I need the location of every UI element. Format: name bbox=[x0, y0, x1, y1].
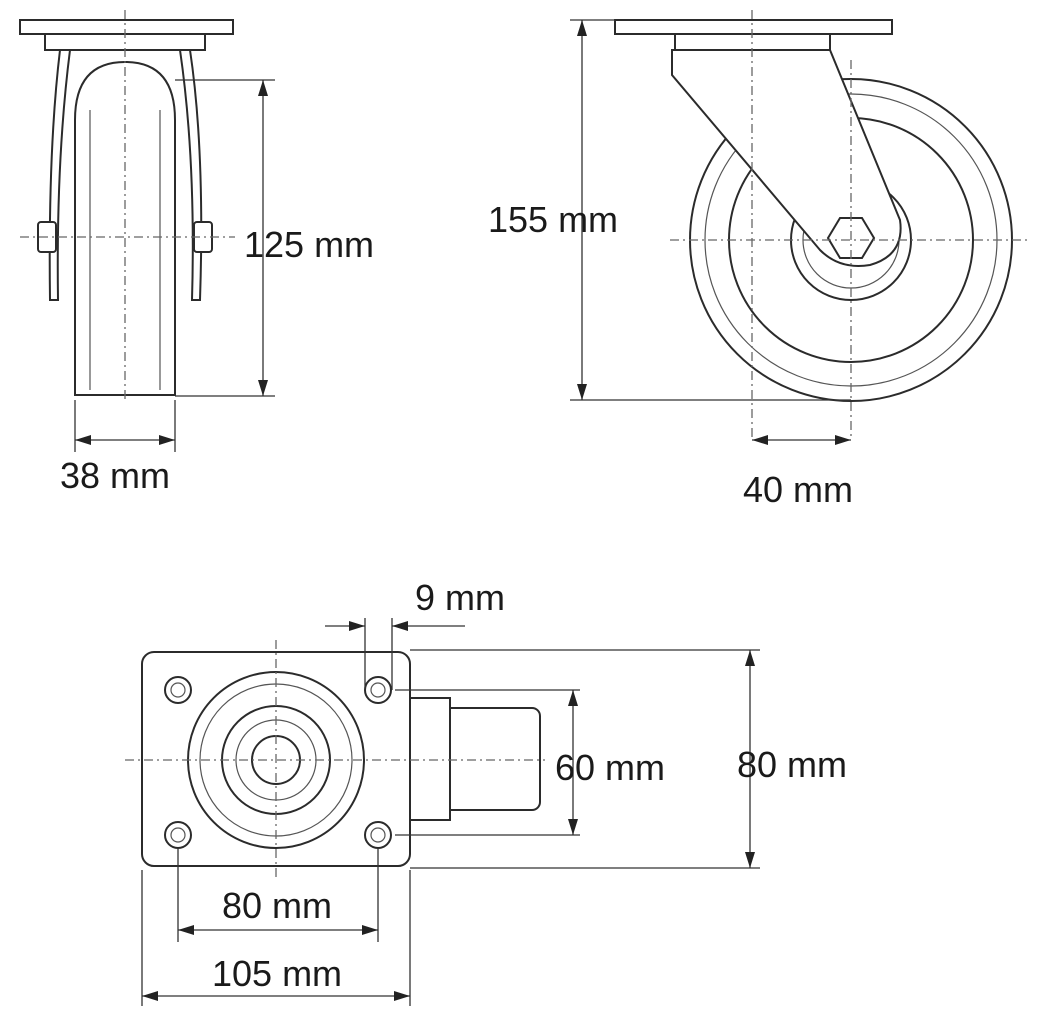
front-top-plate bbox=[19, 19, 234, 35]
label-105-mm: 105 mm bbox=[212, 953, 342, 994]
side-fork bbox=[671, 49, 902, 267]
label-9-mm: 9 mm bbox=[415, 577, 505, 618]
label-80-mm-vertical: 80 mm bbox=[737, 744, 847, 785]
bolt-hole-top-left bbox=[164, 676, 192, 704]
label-125-mm: 125 mm bbox=[244, 224, 374, 265]
dim-60 bbox=[395, 689, 580, 836]
dim-155 bbox=[570, 19, 851, 401]
side-view bbox=[614, 10, 1030, 440]
label-80-mm-horizontal: 80 mm bbox=[222, 885, 332, 926]
label-38-mm: 38 mm bbox=[60, 455, 170, 496]
top-fork-bracket bbox=[409, 697, 451, 821]
front-view bbox=[19, 10, 235, 400]
front-fork-left bbox=[48, 49, 71, 301]
dim-40 bbox=[752, 435, 851, 445]
label-40-mm: 40 mm bbox=[743, 469, 853, 510]
top-view bbox=[125, 640, 545, 880]
side-top-plate bbox=[614, 19, 893, 35]
dim-125 bbox=[175, 79, 275, 397]
dim-9 bbox=[325, 618, 465, 690]
label-155-mm: 155 mm bbox=[488, 199, 618, 240]
dim-105 bbox=[141, 870, 411, 1006]
dim-38 bbox=[74, 400, 176, 452]
label-60-mm: 60 mm bbox=[555, 747, 665, 788]
dim-80-horizontal bbox=[177, 848, 379, 942]
dim-80-vertical bbox=[410, 649, 760, 869]
front-fork-right bbox=[179, 49, 203, 301]
front-wheel-hub-lines bbox=[89, 110, 161, 390]
